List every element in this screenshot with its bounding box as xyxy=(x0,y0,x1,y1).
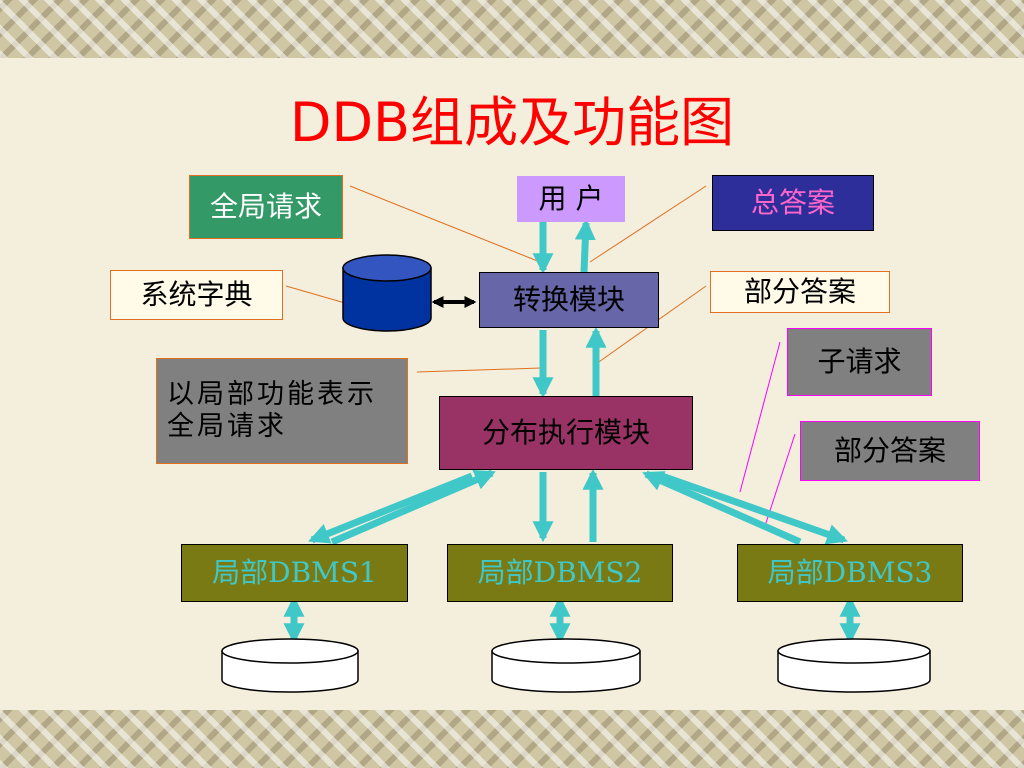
global-request-label: 全局请求 xyxy=(189,175,343,239)
arrow-dbms1-to-exec xyxy=(330,469,496,546)
leader-local-function xyxy=(416,367,542,373)
local-dbms-2-box: 局部DBMS2 xyxy=(447,544,673,602)
total-answer-label: 总答案 xyxy=(712,175,874,231)
page-title: DDB组成及功能图 xyxy=(289,91,735,154)
local-disk-1 xyxy=(221,638,359,693)
distributed-execution-module-box: 分布执行模块 xyxy=(439,396,693,470)
sub-request-label: 子请求 xyxy=(787,328,932,396)
leader-sub-request xyxy=(739,341,781,493)
local-dbms-3-box: 局部DBMS3 xyxy=(737,544,963,602)
arrow-conversion-to-user xyxy=(574,218,596,273)
conversion-module-box: 转换模块 xyxy=(479,272,659,328)
local-dbms-1-box: 局部DBMS1 xyxy=(181,544,408,602)
local-disk-3 xyxy=(777,638,931,693)
leader-global-request xyxy=(349,185,541,263)
partial-answer-top-label: 部分答案 xyxy=(710,271,890,313)
bottom-decorative-border xyxy=(0,710,1024,768)
local-function-note: 以局部功能表示全局请求 xyxy=(156,358,408,464)
arrow-dbms3-to-exec xyxy=(642,470,802,546)
top-decorative-border xyxy=(0,0,1024,58)
arrow-exec-to-dbms3 xyxy=(660,472,848,545)
user-box: 用 户 xyxy=(517,176,625,222)
system-dictionary-label: 系统字典 xyxy=(110,270,283,320)
leader-partial-answer-right xyxy=(764,433,796,527)
local-disk-2 xyxy=(491,638,641,693)
arrow-exec-to-dbms1 xyxy=(308,472,474,544)
partial-answer-right-label: 部分答案 xyxy=(800,421,980,481)
leader-system-dictionary xyxy=(285,285,346,304)
system-dictionary-cylinder xyxy=(342,254,432,332)
